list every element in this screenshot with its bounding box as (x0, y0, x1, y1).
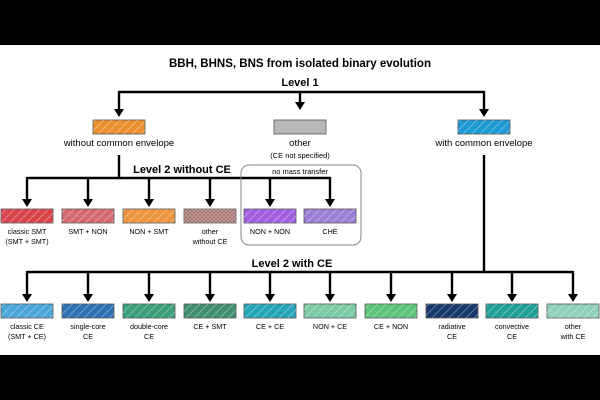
level2-with-nodes: classic CE(SMT + CE)single-coreCEdouble-… (0, 303, 600, 341)
level2-with-connectors (22, 155, 578, 302)
other-label: other (289, 138, 311, 149)
no-mass-transfer-group (240, 164, 362, 246)
node-label: other (565, 322, 582, 331)
level1-label: Level 1 (281, 77, 318, 89)
node-sublabel: CE (83, 332, 93, 341)
level2-without-label: Level 2 without CE (133, 164, 231, 176)
node-label: double-core (130, 322, 168, 331)
node-label: NON + NON (250, 227, 290, 236)
node-classic-smt-smt-smt: classic SMT(SMT + SMT) (0, 208, 54, 246)
node-ce-smt: CE + SMT (183, 303, 237, 331)
node-label: NON + SMT (129, 227, 169, 236)
node-sublabel: CE (447, 332, 457, 341)
level1-connectors (114, 90, 489, 117)
node-label: other (202, 227, 219, 236)
node-sublabel: CE (144, 332, 154, 341)
node-label: convective (495, 322, 529, 331)
node-non-smt: NON + SMT (122, 208, 176, 236)
node-sublabel: without CE (192, 237, 228, 246)
node-sublabel: CE (507, 332, 517, 341)
level2-with-label: Level 2 with CE (252, 258, 333, 270)
other-sublabel: (CE not specified) (270, 151, 330, 160)
node-label: SMT + NON (68, 227, 107, 236)
node-sublabel: (SMT + SMT) (5, 237, 48, 246)
level2-without-connectors (22, 155, 335, 207)
node-sublabel: with CE (560, 332, 586, 341)
node-smt-non: SMT + NON (61, 208, 115, 236)
level2-without-nodes: classic SMT(SMT + SMT) SMT + NON NON + SMT… (0, 208, 357, 246)
node-ce-ce: CE + CE (243, 303, 297, 331)
node-label: classic SMT (8, 227, 47, 236)
node-classic-ce-smt-ce: classic CE(SMT + CE) (0, 303, 54, 341)
node-che: CHE (303, 208, 357, 236)
diagram-panel: BBH, BHNS, BNS from isolated binary evol… (0, 45, 600, 355)
node-sublabel: (SMT + CE) (8, 332, 46, 341)
node-label: CE + SMT (193, 322, 227, 331)
node-non-ce: NON + CE (303, 303, 357, 331)
node-label: CE + NON (374, 322, 408, 331)
node-label: NON + CE (313, 322, 347, 331)
node-with-ce: with common envelope (434, 119, 533, 149)
node-label: CHE (322, 227, 337, 236)
node-label: classic CE (10, 322, 44, 331)
node-ce-non: CE + NON (364, 303, 418, 331)
diagram-title: BBH, BHNS, BNS from isolated binary evol… (169, 58, 431, 70)
with-ce-label: with common envelope (434, 138, 532, 149)
node-label: radiative (438, 322, 465, 331)
node-non-non: NON + NON (243, 208, 297, 236)
node-other: other (CE not specified) (270, 119, 330, 160)
node-without-ce: without common envelope (63, 119, 174, 149)
no-mass-transfer-label: no mass transfer (272, 167, 328, 176)
node-label: single-core (70, 322, 105, 331)
without-ce-label: without common envelope (63, 138, 174, 149)
binary-evolution-diagram: BBH, BHNS, BNS from isolated binary evol… (0, 58, 600, 341)
node-label: CE + CE (256, 322, 284, 331)
